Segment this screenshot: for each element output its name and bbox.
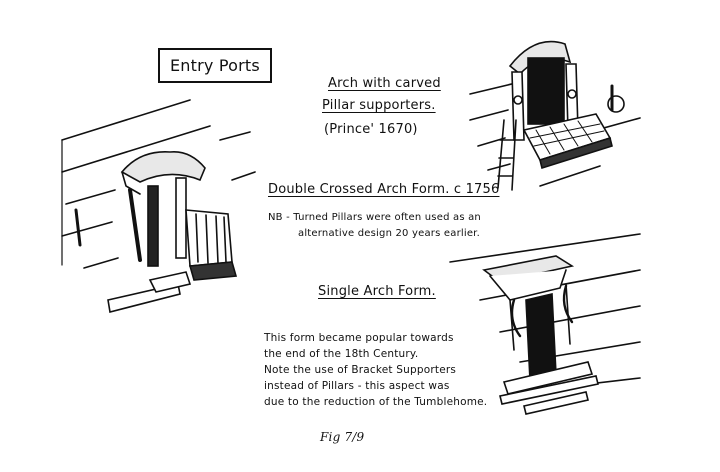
figure-number: Fig 7/9 <box>320 430 365 444</box>
note-line1: This form became popular towards <box>264 332 454 344</box>
double-arch-label: Double Crossed Arch Form. c 1756 <box>268 182 500 197</box>
nb-note-line2: alternative design 20 years earlier. <box>298 228 480 239</box>
carved-arch-date: (Prince' 1670) <box>324 122 418 137</box>
single-arch-label: Single Arch Form. <box>318 284 436 299</box>
page-title: Entry Ports <box>158 48 272 83</box>
carved-arch-label-line1: Arch with carved <box>328 76 441 91</box>
double-arch-sketch <box>61 99 256 313</box>
note-line3: Note the use of Bracket Supporters <box>264 364 457 376</box>
single-arch-sketch <box>449 233 641 415</box>
nb-note-line1: NB - Turned Pillars were often used as a… <box>268 212 481 223</box>
carved-arch-sketch <box>469 40 641 191</box>
note-line5: due to the reduction of the Tumblehome. <box>264 396 488 408</box>
carved-arch-label-line2: Pillar supporters. <box>322 98 436 113</box>
note-line2: the end of the 18th Century. <box>264 348 419 360</box>
note-line4: instead of Pillars - this aspect was <box>264 380 450 392</box>
